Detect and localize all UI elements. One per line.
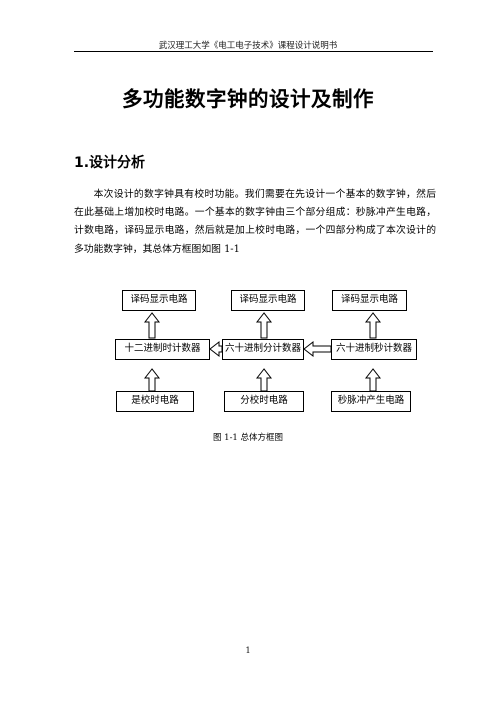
minute-counter-box: 六十进制分计数器 — [222, 339, 304, 360]
arrow-minute-adjust-to-minute-counter — [255, 368, 273, 392]
section-heading: 1.设计分析 — [74, 155, 146, 171]
arrow-second-counter-to-display — [364, 312, 382, 339]
hour-counter-label: 十二进制时计数器 — [124, 343, 201, 354]
arrow-pulse-to-second-counter — [364, 368, 382, 392]
header-text: 武汉理工大学《电工电子技术》课程设计说明书 — [158, 41, 338, 51]
arrow-minute-to-hour-counter — [209, 340, 223, 358]
header-rule — [74, 51, 433, 52]
page-number: 1 — [245, 646, 251, 655]
hour-counter-box: 十二进制时计数器 — [115, 339, 210, 360]
second-counter-box: 六十进制秒计数器 — [331, 339, 417, 360]
arrow-hour-adjust-to-hour-counter — [143, 368, 161, 392]
second-display-label: 译码显示电路 — [340, 294, 398, 305]
minute-adjust-box: 分校时电路 — [224, 391, 304, 412]
minute-adjust-label: 分校时电路 — [240, 395, 288, 406]
second-counter-label: 六十进制秒计数器 — [335, 343, 412, 354]
hour-adjust-label: 是校时电路 — [131, 395, 179, 406]
hour-adjust-box: 是校时电路 — [116, 391, 194, 412]
arrow-hour-counter-to-display — [143, 312, 161, 339]
minute-display-box: 译码显示电路 — [231, 290, 305, 311]
hour-display-box: 译码显示电路 — [122, 290, 196, 311]
figure-caption: 图 1-1 总体方框图 — [212, 433, 284, 443]
second-pulse-box: 秒脉冲产生电路 — [331, 391, 411, 412]
minute-counter-label: 六十进制分计数器 — [224, 343, 301, 354]
document-title: 多功能数字钟的设计及制作 — [122, 87, 374, 111]
second-pulse-label: 秒脉冲产生电路 — [337, 395, 405, 406]
minute-display-label: 译码显示电路 — [239, 294, 297, 305]
arrow-minute-counter-to-display — [255, 312, 273, 339]
arrow-second-to-minute-counter — [303, 340, 332, 358]
body-paragraph: 本次设计的数字钟具有校时功能。我们需要在先设计一个基本的数字钟，然后在此基础上增… — [74, 189, 436, 255]
second-display-box: 译码显示电路 — [332, 290, 407, 311]
hour-display-label: 译码显示电路 — [130, 294, 188, 305]
